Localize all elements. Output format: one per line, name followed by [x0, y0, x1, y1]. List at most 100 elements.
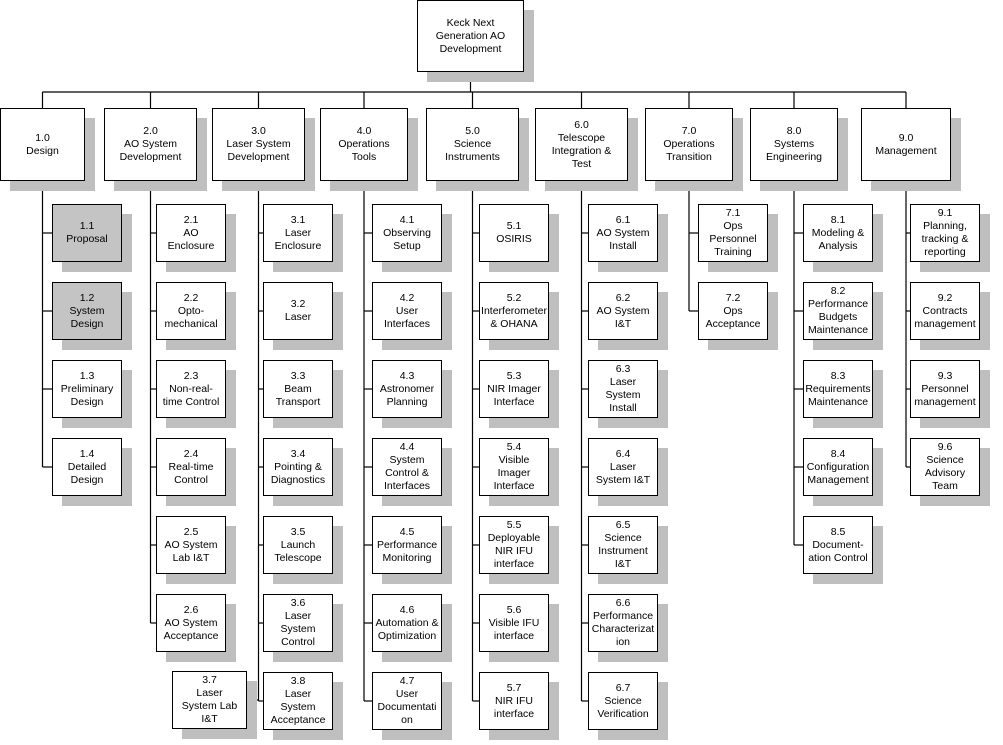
node-box: 9.0 Management [861, 108, 951, 181]
column-node-3[interactable]: 3.0 Laser System Development [212, 108, 315, 191]
node-label: 5.1 OSIRIS [496, 220, 532, 245]
child-node-4-5[interactable]: 4.5 Performance Monitoring [372, 516, 452, 584]
child-node-8-1[interactable]: 8.1 Modeling & Analysis [803, 204, 883, 272]
child-node-1-4[interactable]: 1.4 Detailed Design [52, 438, 132, 506]
node-label: 3.7 Laser System Lab I&T [181, 674, 238, 725]
child-node-7-1[interactable]: 7.1 Ops Personnel Training [698, 204, 778, 272]
child-node-9-2[interactable]: 9.2 Contracts management [910, 282, 990, 350]
node-box: 3.8 Laser System Acceptance [263, 672, 333, 730]
node-label: 9.1 Planning, tracking & reporting [921, 207, 969, 258]
node-label: 9.3 Personnel management [914, 369, 976, 408]
child-node-2-5[interactable]: 2.5 AO System Lab I&T [156, 516, 236, 584]
child-node-8-5[interactable]: 8.5 Document- ation Control [803, 516, 883, 584]
child-node-5-4[interactable]: 5.4 Visible Imager Interface [479, 438, 559, 506]
column-node-1[interactable]: 1.0 Design [0, 108, 95, 191]
child-node-7-2[interactable]: 7.2 Ops Acceptance [698, 282, 778, 350]
child-node-4-2[interactable]: 4.2 User Interfaces [372, 282, 452, 350]
child-node-6-4[interactable]: 6.4 Laser System I&T [588, 438, 668, 506]
child-node-2-1[interactable]: 2.1 AO Enclosure [156, 204, 236, 272]
column-node-9[interactable]: 9.0 Management [861, 108, 961, 191]
column-node-7[interactable]: 7.0 Operations Transition [645, 108, 743, 191]
node-label: 5.3 NIR Imager Interface [487, 369, 541, 408]
column-node-8[interactable]: 8.0 Systems Engineering [750, 108, 848, 191]
child-node-2-2[interactable]: 2.2 Opto- mechanical [156, 282, 236, 350]
node-label: 1.4 Detailed Design [67, 447, 107, 486]
root-node[interactable]: Keck Next Generation AO Development [417, 0, 534, 82]
node-label: 4.5 Performance Monitoring [376, 525, 438, 564]
child-node-1-2[interactable]: 1.2 System Design [52, 282, 132, 350]
node-box: 6.2 AO System I&T [588, 282, 658, 340]
child-node-3-7[interactable]: 3.7 Laser System Lab I&T [172, 671, 257, 739]
node-box: 6.1 AO System Install [588, 204, 658, 262]
node-box: 3.5 Launch Telescope [263, 516, 333, 574]
child-node-5-7[interactable]: 5.7 NIR IFU interface [479, 672, 559, 740]
node-label: 9.2 Contracts management [914, 291, 976, 330]
child-node-2-6[interactable]: 2.6 AO System Acceptance [156, 594, 236, 662]
child-node-6-3[interactable]: 6.3 Laser System Install [588, 360, 668, 428]
node-box: 8.4 Configuration Management [803, 438, 873, 496]
child-node-5-5[interactable]: 5.5 Deployable NIR IFU interface [479, 516, 559, 584]
node-label: 7.0 Operations Transition [663, 125, 715, 163]
child-node-6-5[interactable]: 6.5 Science Instrument I&T [588, 516, 668, 584]
node-label: 1.3 Preliminary Design [60, 369, 114, 408]
node-box: 8.2 Performance Budgets Maintenance [803, 282, 873, 340]
child-node-4-4[interactable]: 4.4 System Control & Interfaces [372, 438, 452, 506]
node-box: 2.5 AO System Lab I&T [156, 516, 226, 574]
child-node-8-4[interactable]: 8.4 Configuration Management [803, 438, 883, 506]
child-node-6-1[interactable]: 6.1 AO System Install [588, 204, 668, 272]
node-box: 3.4 Pointing & Diagnostics [263, 438, 333, 496]
node-label: 6.3 Laser System Install [605, 363, 641, 414]
child-node-3-7[interactable]: 3.8 Laser System Acceptance [263, 672, 343, 740]
node-label: 5.6 Visible IFU interface [488, 603, 540, 642]
child-node-3-4[interactable]: 3.4 Pointing & Diagnostics [263, 438, 343, 506]
child-node-5-2[interactable]: 5.2 Interferometer & OHANA [479, 282, 559, 350]
node-label: 1.1 Proposal [66, 220, 108, 245]
node-box: 3.7 Laser System Lab I&T [172, 671, 247, 729]
child-node-4-6[interactable]: 4.6 Automation & Optimization [372, 594, 452, 662]
child-node-9-4[interactable]: 9.6 Science Advisory Team [910, 438, 990, 506]
child-node-2-4[interactable]: 2.4 Real-time Control [156, 438, 236, 506]
node-box: 2.0 AO System Development [104, 108, 197, 181]
child-node-5-3[interactable]: 5.3 NIR Imager Interface [479, 360, 559, 428]
child-node-3-2[interactable]: 3.2 Laser [263, 282, 343, 350]
child-node-1-3[interactable]: 1.3 Preliminary Design [52, 360, 132, 428]
child-node-3-3[interactable]: 3.3 Beam Transport [263, 360, 343, 428]
node-label: 3.2 Laser [284, 298, 312, 323]
child-node-2-3[interactable]: 2.3 Non-real- time Control [156, 360, 236, 428]
node-box: 5.2 Interferometer & OHANA [479, 282, 549, 340]
node-label: 3.6 Laser System Control [280, 597, 316, 648]
child-node-4-3[interactable]: 4.3 Astronomer Planning [372, 360, 452, 428]
child-node-3-1[interactable]: 3.1 Laser Enclosure [263, 204, 343, 272]
child-node-3-5[interactable]: 3.5 Launch Telescope [263, 516, 343, 584]
child-node-3-6[interactable]: 3.6 Laser System Control [263, 594, 343, 662]
child-node-4-7[interactable]: 4.7 User Documentati on [372, 672, 452, 740]
child-node-9-3[interactable]: 9.3 Personnel management [910, 360, 990, 428]
column-node-2[interactable]: 2.0 AO System Development [104, 108, 207, 191]
node-box: 2.3 Non-real- time Control [156, 360, 226, 418]
child-node-5-6[interactable]: 5.6 Visible IFU interface [479, 594, 559, 662]
column-node-6[interactable]: 6.0 Telescope Integration & Test [535, 108, 638, 191]
node-label: 2.2 Opto- mechanical [164, 291, 218, 330]
node-box: 2.1 AO Enclosure [156, 204, 226, 262]
child-node-6-7[interactable]: 6.7 Science Verification [588, 672, 668, 740]
node-label: 2.3 Non-real- time Control [162, 369, 220, 408]
child-node-8-2[interactable]: 8.2 Performance Budgets Maintenance [803, 282, 883, 350]
node-box: 3.0 Laser System Development [212, 108, 305, 181]
node-label: 5.4 Visible Imager Interface [493, 441, 535, 492]
child-node-6-6[interactable]: 6.6 Performance Characterizat ion [588, 594, 668, 662]
child-node-4-1[interactable]: 4.1 Observing Setup [372, 204, 452, 272]
child-node-8-3[interactable]: 8.3 Requirements Maintenance [803, 360, 883, 428]
node-label: 3.8 Laser System Acceptance [270, 675, 326, 726]
child-node-9-1[interactable]: 9.1 Planning, tracking & reporting [910, 204, 990, 272]
node-label: 3.1 Laser Enclosure [274, 213, 322, 252]
node-label: 6.0 Telescope Integration & Test [551, 118, 612, 170]
column-node-5[interactable]: 5.0 Science Instruments [426, 108, 529, 191]
node-box: 2.6 AO System Acceptance [156, 594, 226, 652]
node-label: 6.7 Science Verification [597, 681, 649, 720]
column-node-4[interactable]: 4.0 Operations Tools [320, 108, 418, 191]
node-box: 3.1 Laser Enclosure [263, 204, 333, 262]
child-node-1-1[interactable]: 1.1 Proposal [52, 204, 132, 272]
node-box: 8.5 Document- ation Control [803, 516, 873, 574]
child-node-5-1[interactable]: 5.1 OSIRIS [479, 204, 559, 272]
child-node-6-2[interactable]: 6.2 AO System I&T [588, 282, 668, 350]
